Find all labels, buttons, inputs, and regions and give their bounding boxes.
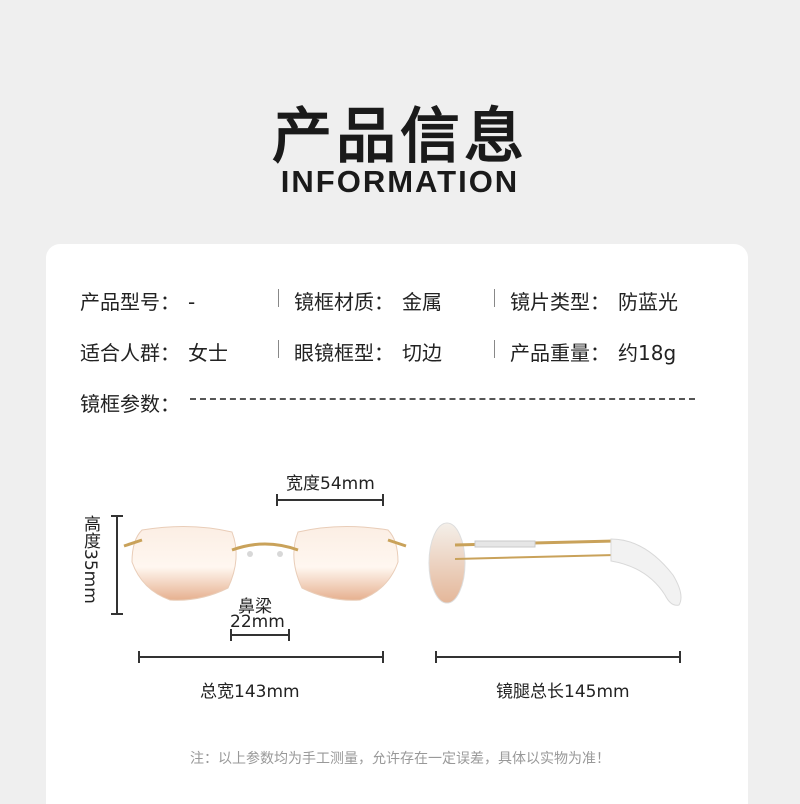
bridge-label: 鼻梁 [238,597,272,617]
lens-width-tick [276,494,278,506]
spec-audience: 适合人群： 女士 [80,337,228,366]
spec-model-value: - [188,290,196,314]
lens-height-label: 高度35mm [80,515,100,604]
separator [278,289,279,307]
total-width-line [138,656,384,658]
params-dashed-line [190,398,695,400]
spec-frame-shape-value: 切边 [402,341,442,365]
total-width-tick [138,651,140,663]
page-title-en: INFORMATION [280,164,520,199]
spec-lens-type-label: 镜片类型： [510,290,610,314]
spec-lens-type-value: 防蓝光 [618,290,678,314]
spec-weight-label: 产品重量： [510,341,610,365]
lens-width-label: 宽度54mm [286,474,375,494]
total-width-tick [382,651,384,663]
lens-width-line [276,499,384,501]
temple-length-tick [435,651,437,663]
spec-weight-value: 约18g [618,341,677,365]
temple-length-label: 镜腿总长145mm [496,682,630,702]
bridge-line [230,634,290,636]
spec-audience-value: 女士 [188,341,228,365]
glasses-side-view [428,522,682,606]
spec-weight: 产品重量： 约18g [510,337,676,366]
info-card [46,244,748,804]
right-hinge [387,538,407,548]
bridge-tick [288,629,290,641]
separator [494,340,495,358]
left-lens [131,525,237,601]
separator [278,340,279,358]
spec-frame-material: 镜框材质： 金属 [294,286,442,315]
lens-height-line [116,515,118,615]
bridge [231,542,299,552]
spec-params-label: 镜框参数： [80,392,180,416]
right-lens [293,525,399,601]
separator [494,289,495,307]
temple-length-line [435,656,681,658]
temple-length-tick [679,651,681,663]
glasses-front-view [123,525,407,601]
temple-tip [610,538,682,606]
left-hinge [123,538,143,548]
spec-frame-material-value: 金属 [402,290,442,314]
temple-decor [474,540,536,548]
measurement-note: 注：以上参数均为手工测量，允许存在一定误差，具体以实物为准！ [190,751,610,767]
lens-height-tick [111,613,123,615]
spec-lens-type: 镜片类型： 防蓝光 [510,286,678,315]
lens-width-tick [382,494,384,506]
spec-frame-shape: 眼镜框型： 切边 [294,337,442,366]
spec-model: 产品型号：- [80,286,195,315]
spec-model-label: 产品型号： [80,290,180,314]
bridge-value: 22mm [230,612,285,632]
lens-height-tick [111,515,123,517]
spec-frame-material-label: 镜框材质： [294,290,394,314]
spec-audience-label: 适合人群： [80,341,180,365]
page-title-cn: 产品信息 [272,102,528,172]
bridge-tick [230,629,232,641]
total-width-label: 总宽143mm [200,682,300,702]
side-lens [428,522,466,604]
spec-frame-shape-label: 眼镜框型： [294,341,394,365]
